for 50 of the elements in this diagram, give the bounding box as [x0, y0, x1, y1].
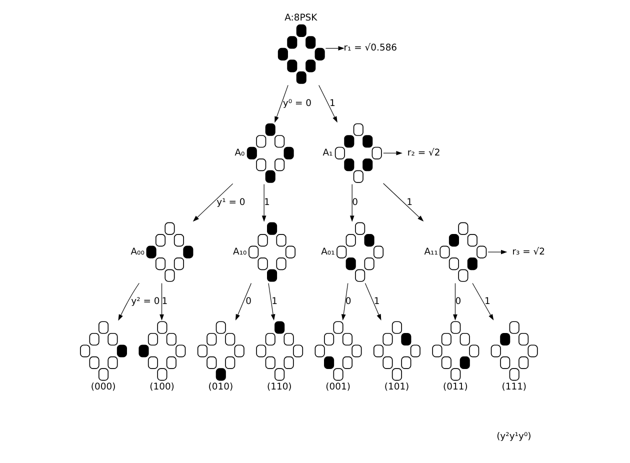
arrow	[325, 46, 344, 50]
node-label: (010)	[208, 381, 234, 392]
edge-label: 0	[455, 296, 462, 307]
arrow	[383, 150, 402, 156]
edge-label: y¹ = 0	[216, 196, 246, 208]
node-label: (111)	[502, 381, 527, 392]
node-label: (101)	[384, 381, 410, 392]
edge-label: y² = 0	[131, 296, 160, 307]
node-label: A₀	[234, 147, 245, 158]
arrow	[268, 282, 276, 321]
arrow	[453, 282, 458, 321]
edge-label: 1	[162, 296, 168, 307]
edge-label: y⁰ = 0	[282, 98, 312, 109]
arrow	[262, 184, 266, 222]
arrow	[274, 84, 288, 123]
node-label: (100)	[150, 381, 174, 392]
edge-label: 1	[264, 196, 270, 208]
arrow	[341, 282, 348, 321]
node-label: (011)	[443, 381, 468, 392]
node-label: A₁₁	[424, 246, 438, 258]
node-text: r₃ = √2	[512, 246, 546, 258]
arrow	[364, 282, 382, 320]
edge-label: 0	[246, 296, 252, 307]
arrow	[235, 282, 252, 320]
arrow	[350, 184, 354, 222]
node-label: A₀₁	[321, 246, 335, 258]
edge-label: 0	[352, 196, 358, 208]
edge-label: 1	[484, 296, 490, 307]
node-label: A₁	[322, 147, 333, 158]
edge-label: 1	[329, 98, 336, 109]
node-label: A₀₀	[130, 246, 144, 258]
arrow	[318, 84, 338, 123]
node-label: (110)	[267, 381, 292, 392]
arrow	[160, 282, 164, 321]
node-label: A₁₀	[233, 246, 247, 258]
label: (y²y¹y⁰)	[496, 430, 532, 442]
node-label: (001)	[326, 381, 350, 392]
node-text: r₁ = √0.586	[344, 42, 398, 54]
arrow	[472, 282, 494, 320]
node-label: (000)	[90, 381, 116, 392]
edge-label: 1	[406, 196, 412, 208]
edge-label: 1	[272, 296, 278, 307]
edge-label: 0	[345, 296, 352, 307]
arrow	[192, 183, 234, 222]
edge-label: 1	[374, 296, 380, 307]
arrow	[118, 282, 140, 321]
arrow	[488, 250, 508, 254]
node-label: A:8PSK	[284, 12, 318, 24]
node-text: r₂ = √2	[407, 147, 440, 158]
arrow	[383, 183, 424, 222]
